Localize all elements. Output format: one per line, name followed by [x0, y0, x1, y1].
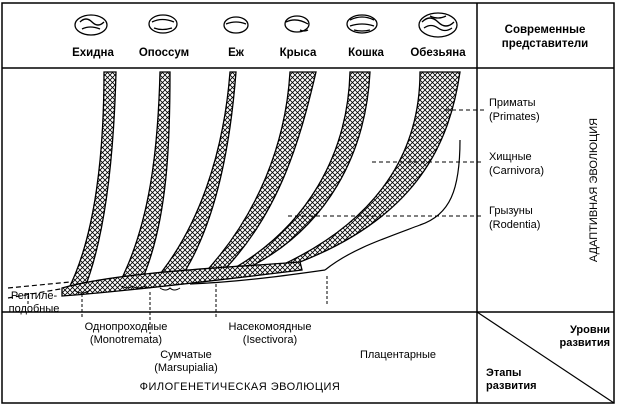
- group-braces: [73, 285, 181, 294]
- placental-brace-lower: [189, 269, 326, 285]
- header-modern-line2: представители: [502, 38, 588, 50]
- species-labels: Ехидна Опоссум Еж Крыса Кошка Обезьяна: [72, 47, 466, 59]
- species-label-opossum: Опоссум: [139, 47, 189, 59]
- branch-echidna: [66, 71, 117, 291]
- adaptive-evolution-label: АДАПТИВНАЯ ЭВОЛЮЦИЯ: [588, 118, 600, 262]
- order-carnivora-ru: Хищные: [489, 151, 532, 163]
- brain-opossum-icon: [148, 14, 178, 34]
- order-rodentia-lat: (Rodentia): [489, 219, 540, 231]
- reptile-label-line2: подобные: [9, 303, 60, 315]
- order-labels: Приматы (Primates) Хищные (Carnivora) Гр…: [489, 97, 544, 231]
- insectivores-label-ru: Насекомоядные: [229, 321, 312, 333]
- species-label-cat: Кошка: [348, 47, 384, 59]
- monotremes-label-lat: (Monotremata): [90, 334, 162, 346]
- species-brains: [74, 12, 458, 38]
- species-label-rat: Крыса: [280, 47, 317, 59]
- species-label-hedgehog: Еж: [228, 47, 245, 59]
- marsupials-label-lat: (Marsupialia): [154, 362, 218, 374]
- brain-echidna-icon: [74, 14, 108, 36]
- bottom-group-labels: Рептиле- подобные Однопроходные (Monotre…: [9, 290, 436, 374]
- levels-label-line1: Уровни: [570, 324, 610, 336]
- brain-rat-icon: [284, 15, 310, 33]
- common-trunk: [61, 261, 303, 297]
- species-label-echidna: Ехидна: [72, 47, 114, 59]
- stages-label-line1: Этапы: [486, 367, 521, 379]
- reptile-stem: [7, 281, 71, 289]
- order-primates-ru: Приматы: [489, 97, 536, 109]
- placental-brace: [324, 139, 461, 271]
- reptile-label-line1: Рептиле-: [11, 290, 58, 302]
- brain-hedgehog-icon: [223, 16, 249, 34]
- header-modern-line1: Современные: [505, 24, 586, 36]
- branch-opossum: [116, 71, 171, 287]
- phylo-branches: [61, 71, 461, 297]
- order-carnivora-lat: (Carnivora): [489, 165, 544, 177]
- stages-label-line2: развития: [486, 380, 537, 392]
- brain-cat-icon: [346, 14, 378, 34]
- placentals-label: Плацентарные: [360, 349, 436, 361]
- marsupials-label-ru: Сумчатые: [160, 349, 212, 361]
- species-label-monkey: Обезьяна: [410, 47, 466, 59]
- order-primates-lat: (Primates): [489, 111, 540, 123]
- levels-label-line2: развития: [559, 337, 610, 349]
- monotremes-label-ru: Однопроходные: [85, 321, 168, 333]
- order-rodentia-ru: Грызуны: [489, 205, 533, 217]
- insectivores-label-lat: (Isectivora): [243, 334, 297, 346]
- reptile-stem-lower: [7, 287, 67, 299]
- brain-monkey-icon: [418, 12, 458, 38]
- phylogenetic-evolution-label: ФИЛОГЕНЕТИЧЕСКАЯ ЭВОЛЮЦИЯ: [140, 381, 341, 393]
